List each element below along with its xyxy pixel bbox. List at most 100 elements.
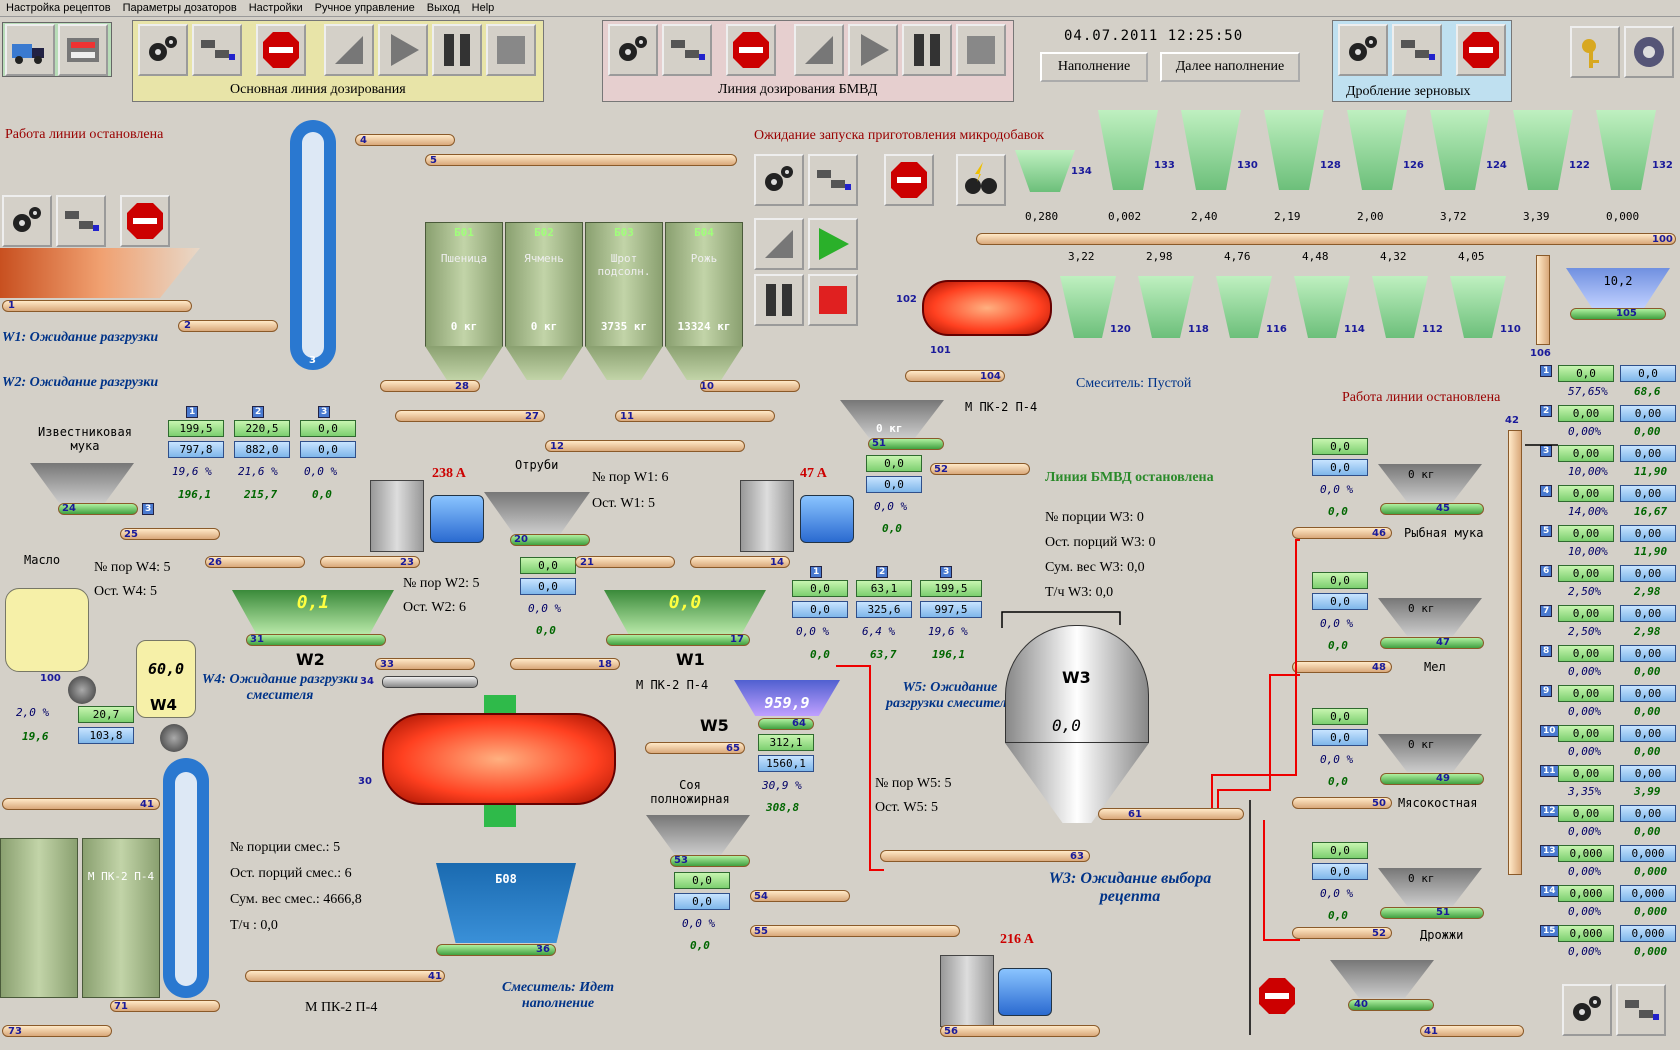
micro-hopper-118-value: 2,98 bbox=[1146, 250, 1173, 263]
bottom-start-button[interactable] bbox=[1562, 984, 1612, 1036]
crush-config-button[interactable] bbox=[1392, 24, 1442, 76]
main-play-button[interactable] bbox=[378, 24, 428, 76]
datetime: 04.07.2011 12:25:50 bbox=[1064, 28, 1244, 44]
micro-config-button[interactable] bbox=[808, 154, 858, 206]
conveyor-27-number: 31 bbox=[250, 634, 264, 645]
soy-hopper bbox=[646, 815, 750, 855]
conveyor-59-number: 56 bbox=[944, 1026, 958, 1037]
micro-hopper-134 bbox=[1015, 150, 1075, 192]
micro-hopper-124-number: 124 bbox=[1486, 160, 1507, 171]
micro-hopper-112-number: 112 bbox=[1422, 324, 1443, 335]
right-row-12-val: 0,00 bbox=[1634, 825, 1661, 838]
bmvd-config-button[interactable] bbox=[662, 24, 712, 76]
left-stop-button[interactable] bbox=[120, 195, 170, 247]
silo-b04 bbox=[665, 222, 743, 347]
silo-b04-cone bbox=[665, 346, 743, 380]
w1-remaining: Ост. W1: 5 bbox=[592, 496, 655, 511]
bmvd-stop-button[interactable] bbox=[726, 24, 776, 76]
w4-value: 60,0 bbox=[147, 660, 185, 678]
w2-ing-3-num: 3 bbox=[318, 406, 331, 418]
elevator-42 bbox=[1508, 430, 1522, 875]
conveyor-24 bbox=[58, 503, 138, 515]
red-pipe-3 bbox=[1217, 674, 1300, 808]
w1-ing-3-val: 196,1 bbox=[932, 648, 966, 661]
right-row-2-green: 0,00 bbox=[1558, 405, 1614, 422]
silo-b10 bbox=[82, 838, 160, 998]
keys-button[interactable] bbox=[1570, 26, 1620, 78]
right-row-2-num: 2 bbox=[1540, 405, 1553, 417]
menu-help[interactable]: Help bbox=[471, 2, 495, 14]
micro-hopper-130 bbox=[1181, 110, 1241, 190]
main-stop-button[interactable] bbox=[256, 24, 306, 76]
crush-start-button[interactable] bbox=[1338, 24, 1388, 76]
conveyor-64-number: 64 bbox=[792, 718, 806, 729]
fish-green: 0,0 bbox=[1312, 438, 1368, 455]
bmvd-play-button[interactable] bbox=[848, 24, 898, 76]
main-config-button[interactable] bbox=[192, 24, 242, 76]
main-pause-button[interactable] bbox=[432, 24, 482, 76]
menu-manual[interactable]: Ручное управление bbox=[314, 2, 415, 14]
bmvd-pause-button[interactable] bbox=[902, 24, 952, 76]
micro-stopsq-button[interactable] bbox=[808, 274, 858, 326]
w5-pct: 30,9 % bbox=[762, 779, 802, 792]
micro-start-button[interactable] bbox=[754, 154, 804, 206]
w2-ing-2-blue: 882,0 bbox=[234, 441, 290, 458]
main-stopsq-button[interactable] bbox=[486, 24, 536, 76]
menu-dosers[interactable]: Параметры дозаторов bbox=[122, 2, 237, 14]
bmvd-stopped-status: Линия БМВД остановлена bbox=[1045, 470, 1214, 485]
bmvd-stopsq-button[interactable] bbox=[956, 24, 1006, 76]
bottom-config-button[interactable] bbox=[1616, 984, 1666, 1036]
menu-settings[interactable]: Настройки bbox=[248, 2, 303, 14]
menu-recipes[interactable]: Настройка рецептов bbox=[6, 2, 111, 14]
micro-hopper-134-value: 0,280 bbox=[1025, 210, 1059, 223]
micro-inspect-button[interactable] bbox=[956, 154, 1006, 206]
micro-stop-button[interactable] bbox=[884, 154, 934, 206]
conveyor-5-number: 5 bbox=[430, 155, 437, 166]
conveyor-55-number: 53 bbox=[674, 855, 688, 866]
conveyor-71-number: 71 bbox=[114, 1001, 128, 1012]
micro-play-button[interactable] bbox=[808, 218, 858, 270]
w2-ing-1-blue: 797,8 bbox=[168, 441, 224, 458]
config-icon bbox=[671, 40, 705, 60]
bmvd-start-button[interactable] bbox=[608, 24, 658, 76]
w1-ing-1-pct: 0,0 % bbox=[796, 625, 830, 638]
w2-ing-3-green: 0,0 bbox=[300, 420, 356, 437]
crush-stop-button[interactable] bbox=[1456, 24, 1506, 76]
micro-step-button[interactable] bbox=[754, 218, 804, 270]
mixer-empty-status: Смеситель: Пустой bbox=[1076, 376, 1192, 391]
config-icon bbox=[1625, 1000, 1659, 1020]
config-icon bbox=[817, 170, 851, 190]
b07-green: 0,0 bbox=[866, 455, 922, 472]
left-config-button[interactable] bbox=[56, 195, 106, 247]
right-row-12-green: 0,00 bbox=[1558, 805, 1614, 822]
right-row-3-val: 11,90 bbox=[1634, 465, 1668, 478]
main-step-button[interactable] bbox=[324, 24, 374, 76]
w1-ing-3-green: 199,5 bbox=[920, 580, 982, 597]
motor-22 bbox=[430, 495, 484, 543]
bmvd-step-button[interactable] bbox=[794, 24, 844, 76]
left-start-button[interactable] bbox=[2, 195, 52, 247]
micro-pause-button[interactable] bbox=[754, 274, 804, 326]
main-start-button[interactable] bbox=[138, 24, 188, 76]
truck-button[interactable] bbox=[5, 24, 55, 76]
micro-hopper-116-number: 116 bbox=[1266, 324, 1287, 335]
oil-pct: 2,0 % bbox=[16, 706, 50, 719]
further-fill-button[interactable]: Далее наполнение bbox=[1160, 52, 1300, 82]
chalk-green: 0,0 bbox=[1312, 572, 1368, 589]
conveyor-64 bbox=[758, 718, 814, 730]
micro-hopper-133-number: 133 bbox=[1154, 160, 1175, 171]
control-panel-button[interactable] bbox=[58, 24, 108, 76]
conveyor-105 bbox=[1570, 308, 1666, 320]
menu-exit[interactable]: Выход bbox=[426, 2, 460, 14]
micro-hopper-110-number: 110 bbox=[1500, 324, 1521, 335]
right-row-3-num: 3 bbox=[1540, 445, 1553, 457]
limestone-label: Известниковая мука bbox=[38, 425, 132, 453]
settings-button[interactable] bbox=[1624, 26, 1674, 78]
silo-b03-tag: Б03 bbox=[614, 226, 634, 239]
right-stop-button[interactable] bbox=[1252, 970, 1302, 1022]
micro-hopper-132-value: 0,000 bbox=[1606, 210, 1640, 223]
fill-button[interactable]: Наполнение bbox=[1040, 52, 1148, 82]
conveyor-20 bbox=[395, 410, 545, 422]
